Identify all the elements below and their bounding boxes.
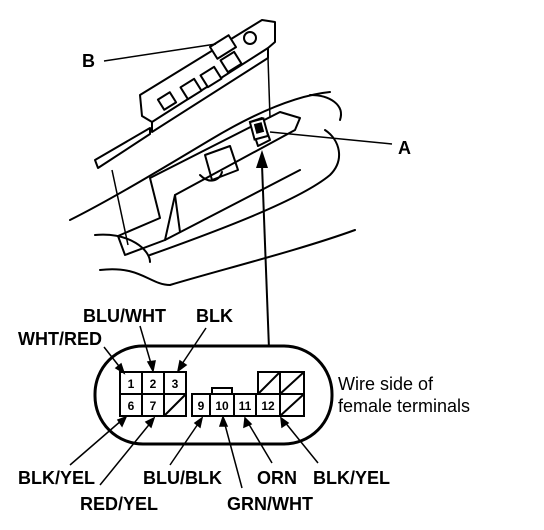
pin-number-10: 10 — [215, 399, 229, 413]
wire-label-blk: BLK — [196, 306, 233, 326]
pin-number-1: 1 — [128, 377, 135, 391]
wire-label-grn-wht: GRN/WHT — [227, 494, 313, 514]
callout-a: A — [269, 131, 411, 158]
terminal-grid — [119, 371, 305, 417]
pin-number-2: 2 — [150, 377, 157, 391]
connector-lock-tab — [211, 387, 233, 395]
connector-a-socket — [248, 117, 270, 141]
pin-number-7: 7 — [150, 399, 157, 413]
callout-b: B — [82, 43, 217, 71]
pin-number-11: 11 — [239, 399, 252, 413]
wire-label-orn: ORN — [257, 468, 297, 488]
wire-leader-lines — [69, 325, 319, 489]
wire-label-wht-red: WHT/RED — [18, 329, 102, 349]
pin-number-6: 6 — [128, 399, 135, 413]
wire-label-blu-blk: BLU/BLK — [143, 468, 222, 488]
wire-label-blk-yel-right: BLK/YEL — [313, 468, 390, 488]
wire-side-note-line2: female terminals — [338, 396, 470, 416]
terminal-numbers: 1 2 3 6 7 9 10 11 12 — [128, 377, 275, 413]
wire-label-blu-wht: BLU/WHT — [83, 306, 166, 326]
wire-label-blk-yel-left: BLK/YEL — [18, 468, 95, 488]
power-window-switch-assembly — [139, 19, 276, 133]
connector-leader-arrow — [256, 150, 271, 376]
pin-number-9: 9 — [198, 399, 205, 413]
wire-side-note-line1: Wire side of — [338, 374, 434, 394]
wire-color-labels: BLU/WHT BLK WHT/RED BLK/YEL RED/YEL BLU/… — [18, 306, 390, 514]
pin-number-3: 3 — [172, 377, 179, 391]
door-panel-illustration — [69, 91, 356, 286]
callout-a-label: A — [398, 138, 411, 158]
pin-number-12: 12 — [261, 399, 275, 413]
callout-b-label: B — [82, 51, 95, 71]
wire-label-red-yel: RED/YEL — [80, 494, 158, 514]
assembly-guide-lines — [111, 57, 271, 246]
